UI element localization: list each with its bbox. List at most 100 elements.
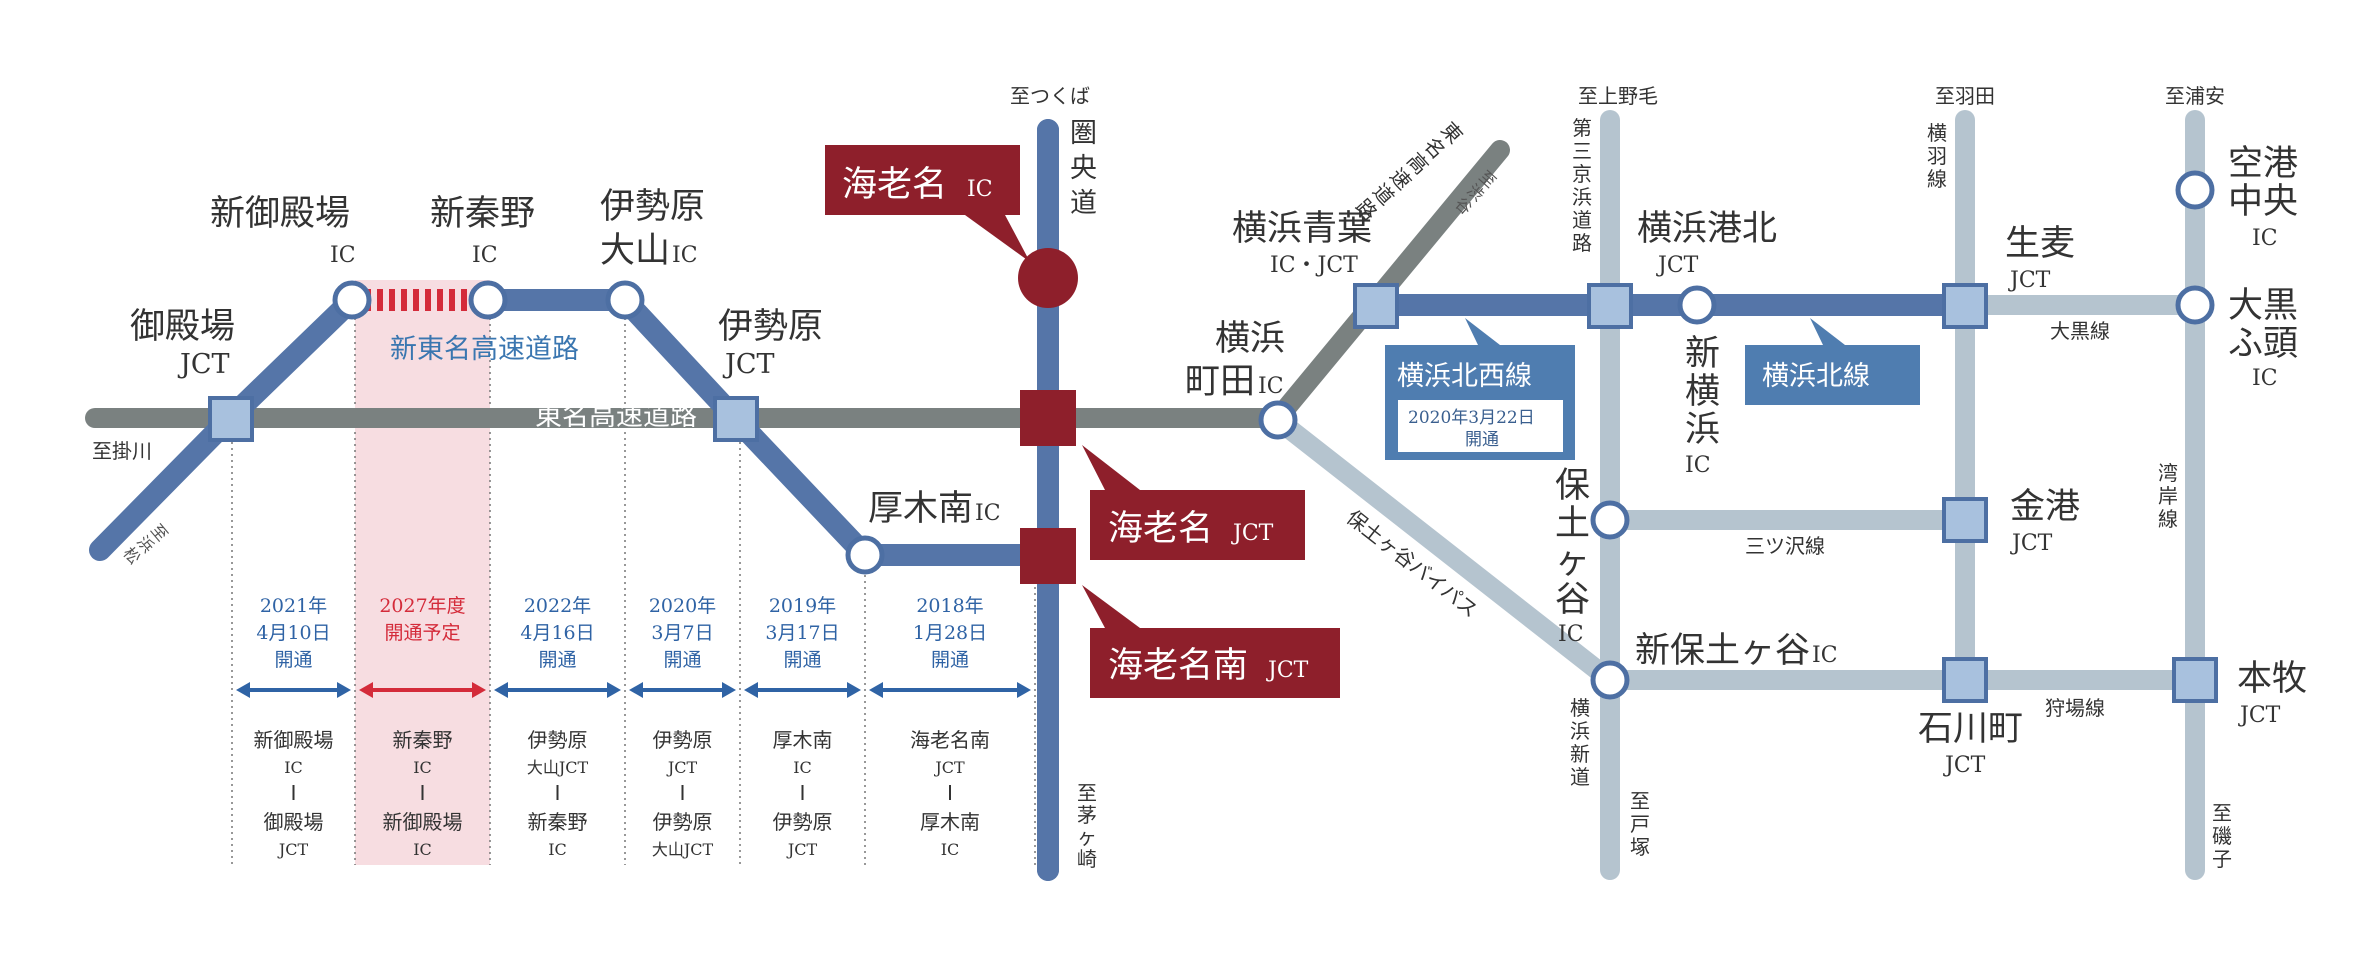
timeline-arrowhead-right	[1017, 682, 1031, 698]
svg-text:新: 新	[1685, 334, 1720, 374]
yokohama-machida-ic-node	[1258, 400, 1298, 440]
timeline-arrowhead-left	[236, 682, 250, 698]
svg-text:IC: IC	[672, 243, 698, 268]
svg-text:三: 三	[1572, 139, 1592, 163]
timeline-from-sub: JCT	[666, 758, 698, 777]
svg-text:大山: 大山	[600, 231, 670, 271]
timeline-date: 3月17日	[765, 622, 839, 644]
svg-text:石川町: 石川町	[1918, 709, 2023, 749]
timeline-date: 4月10日	[256, 622, 330, 644]
ebina-minami-suffix: JCT	[1266, 658, 1309, 683]
svg-text:JCT: JCT	[177, 349, 230, 380]
yokohama-kohoku-node	[1587, 283, 1633, 329]
svg-text:JCT: JCT	[2010, 531, 2053, 556]
tomei-route	[85, 140, 1510, 428]
svg-text:JCT: JCT	[722, 349, 775, 380]
svg-text:京: 京	[1572, 162, 1592, 186]
dir-chigasaki: 至 茅 ヶ 崎	[1077, 781, 1097, 871]
timeline-from: 新秦野	[393, 728, 453, 752]
dir-kakegawa: 至掛川	[92, 439, 152, 463]
svg-text:大黒: 大黒	[2228, 286, 2298, 326]
svg-text:至: 至	[1630, 789, 1650, 813]
label-isehara-oyama: 伊勢原 大山 IC	[600, 187, 705, 271]
svg-text:羽: 羽	[1927, 144, 1947, 168]
svg-text:浜: 浜	[1685, 410, 1720, 450]
timeline-to-sub: IC	[941, 840, 960, 859]
timeline-to: 伊勢原	[653, 810, 713, 834]
timeline: 2021年4月10日開通新御殿場IC御殿場JCT2027年度開通予定新秦野IC新…	[236, 595, 1031, 859]
label-ishikawacho: 石川町 JCT	[1918, 709, 2023, 778]
svg-text:御殿場: 御殿場	[130, 307, 235, 347]
label-daikoku-futo: 大黒 ふ頭 IC	[2228, 286, 2298, 391]
svg-text:子: 子	[2212, 847, 2232, 871]
yokohama-hokusei-box: 横浜北西線 2020年3月22日 開通	[1385, 318, 1575, 460]
kuko-chuo-ic-node	[2175, 170, 2215, 210]
dir-urayasu: 至浦安	[2165, 84, 2225, 108]
label-yokohama-machida: 横浜 町田 IC	[1185, 319, 1285, 402]
svg-text:新保土ヶ谷: 新保土ヶ谷	[1635, 631, 1810, 671]
svg-text:IC・JCT: IC・JCT	[1270, 253, 1358, 278]
timeline-to: 厚木南	[920, 810, 980, 834]
timeline-from-sub: 大山JCT	[527, 758, 589, 777]
svg-text:央: 央	[1070, 153, 1097, 184]
svg-text:中央: 中央	[2228, 182, 2298, 222]
svg-text:道: 道	[1570, 765, 1590, 789]
daikoku-line-label: 大黒線	[2050, 319, 2110, 343]
timeline-date: 2022年	[524, 595, 591, 617]
timeline-from: 海老名南	[910, 728, 990, 752]
timeline-date: 開通	[274, 649, 312, 671]
timeline-arrowhead-left	[629, 682, 643, 698]
shin-hodogaya-ic-node	[1590, 660, 1630, 700]
namamugi-node	[1942, 283, 1988, 329]
svg-text:圏: 圏	[1070, 118, 1097, 149]
timeline-date: 2019年	[769, 595, 836, 617]
shin-gotemba-ic-node	[332, 280, 372, 320]
svg-text:横浜北西線: 横浜北西線	[1397, 361, 1532, 392]
ebina-minami-callout: 海老名南 JCT	[1082, 585, 1340, 698]
timeline-dividers	[231, 300, 1036, 865]
svg-text:ヶ: ヶ	[1555, 542, 1590, 582]
svg-text:横浜: 横浜	[1215, 319, 1285, 359]
svg-text:浜: 浜	[1572, 185, 1592, 209]
timeline-date: 1月28日	[913, 622, 987, 644]
svg-text:保: 保	[1555, 466, 1590, 506]
jct-nodes	[208, 283, 2218, 703]
svg-text:IC: IC	[2252, 226, 2278, 251]
timeline-date: 4月16日	[520, 622, 594, 644]
svg-text:IC: IC	[1812, 643, 1838, 668]
timeline-arrowhead-left	[359, 682, 373, 698]
svg-text:谷: 谷	[1555, 580, 1590, 620]
svg-text:磯: 磯	[2212, 824, 2232, 848]
shin-yokohama-ic-node	[1677, 285, 1717, 325]
wangan-label: 湾 岸 線	[2158, 461, 2178, 531]
future-section-band	[355, 280, 490, 865]
svg-text:横: 横	[1685, 372, 1720, 412]
svg-text:浜: 浜	[1570, 719, 1590, 743]
svg-text:生麦: 生麦	[2005, 224, 2075, 264]
kenodo-label: 圏 央 道	[1070, 118, 1097, 219]
svg-text:IC: IC	[1258, 374, 1284, 399]
label-namamugi: 生麦 JCT	[2005, 224, 2075, 293]
svg-text:厚木南: 厚木南	[868, 489, 973, 529]
label-yokohama-aoba: 横浜青葉 IC・JCT	[1232, 209, 1372, 278]
svg-text:IC: IC	[330, 243, 356, 268]
svg-text:土: 土	[1555, 504, 1590, 544]
honmoku-node	[2172, 657, 2218, 703]
svg-text:JCT: JCT	[2008, 268, 2051, 293]
timeline-to-sub: IC	[413, 840, 432, 859]
atsugi-minami-ic-node	[845, 535, 885, 575]
svg-text:第: 第	[1572, 116, 1592, 140]
label-atsugi-minami: 厚木南 IC	[868, 489, 1001, 529]
label-yokohama-kohoku: 横浜港北 JCT	[1637, 209, 1777, 278]
dir-totsuka: 至 戸 塚	[1630, 789, 1650, 859]
timeline-arrowhead-right	[337, 682, 351, 698]
svg-text:新御殿場: 新御殿場	[210, 194, 350, 234]
svg-text:金港: 金港	[2010, 487, 2080, 527]
timeline-date: 2018年	[916, 595, 983, 617]
ebina-ic-name: 海老名	[842, 165, 947, 205]
svg-text:本牧: 本牧	[2237, 659, 2307, 699]
dir-isogo: 至 磯 子	[2212, 801, 2232, 871]
svg-text:ヶ: ヶ	[1077, 825, 1097, 849]
timeline-arrowhead-right	[472, 682, 486, 698]
timeline-to: 新秦野	[528, 810, 588, 834]
